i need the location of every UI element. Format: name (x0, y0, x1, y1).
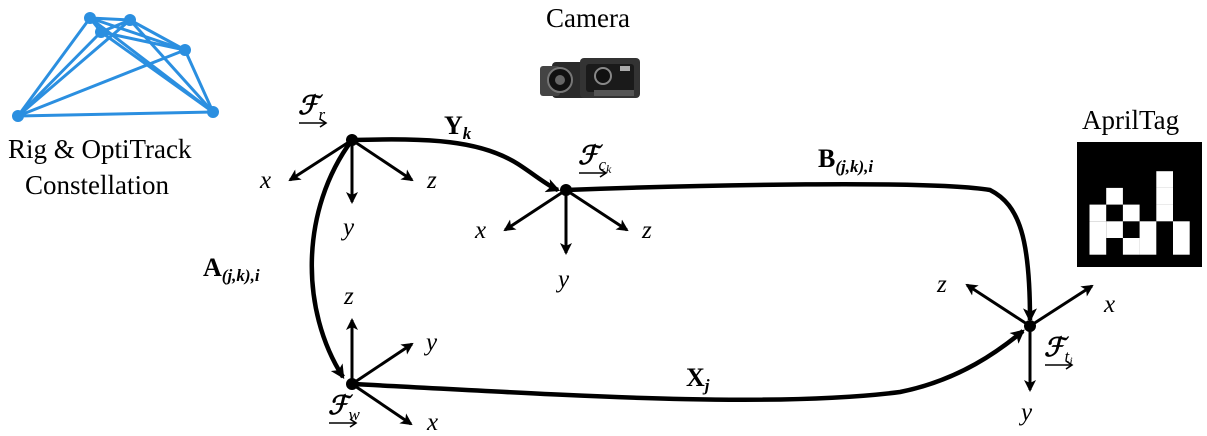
rig-label-line2: Constellation (25, 170, 169, 200)
apriltag-cell (1106, 187, 1123, 205)
frame-tag-axes (965, 283, 1094, 392)
apriltag-cell (1122, 204, 1140, 222)
camera-axis-y-label: y (558, 266, 570, 293)
camera-axis-z-label: z (642, 217, 652, 244)
apriltag-cell (1173, 221, 1190, 238)
apriltag-cell (1089, 204, 1107, 222)
rig-label-line1: Rig & OptiTrack (8, 134, 192, 164)
transform-B-label: B(j,k),i (818, 144, 874, 176)
frame-camera-axes (503, 188, 629, 255)
tag-axis-z-label: z (937, 271, 947, 298)
tag-axis-x-label: x (1104, 291, 1116, 318)
apriltag-cell (1139, 221, 1157, 238)
curve-A (309, 138, 354, 379)
apriltag-marker (1077, 142, 1202, 267)
apriltag-cell (1156, 187, 1173, 205)
curve-X (351, 329, 1025, 402)
frame-origins (346, 134, 1036, 390)
apriltag-cell (1173, 238, 1190, 255)
transform-A-label: A(j,k),i (203, 253, 260, 285)
apriltag-cell (1122, 238, 1140, 255)
apriltag-cell (1089, 221, 1107, 238)
constellation-markers (12, 12, 219, 122)
frame-rig-axes (288, 138, 414, 204)
apriltag-label: AprilTag (1082, 105, 1180, 135)
apriltag-cell (1156, 204, 1173, 222)
transform-X-label: Xj (686, 363, 710, 395)
apriltag-cell (1156, 171, 1173, 188)
apriltag-cell (1106, 221, 1123, 238)
apriltag-cell (1089, 238, 1107, 255)
curve-B (565, 181, 1037, 323)
world-axis-z-label: z (344, 283, 354, 310)
rig-axis-y-label: y (343, 214, 355, 241)
world-axis-x-label: x (427, 409, 439, 436)
rig-axis-z-label: z (427, 167, 437, 194)
optitrack-constellation-icon (16, 16, 215, 118)
camera-icon (540, 58, 640, 98)
transform-curves (309, 137, 1037, 402)
rig-axis-x-label: x (260, 167, 272, 194)
world-axis-y-label: y (426, 329, 438, 356)
curve-Y (351, 137, 561, 193)
apriltag-cell (1139, 238, 1157, 255)
tag-axis-y-label: y (1021, 399, 1033, 426)
transform-Y-label: Yk (444, 111, 472, 143)
camera-label: Camera (546, 3, 630, 33)
frame-world-axes (346, 318, 414, 426)
camera-axis-x-label: x (475, 217, 487, 244)
